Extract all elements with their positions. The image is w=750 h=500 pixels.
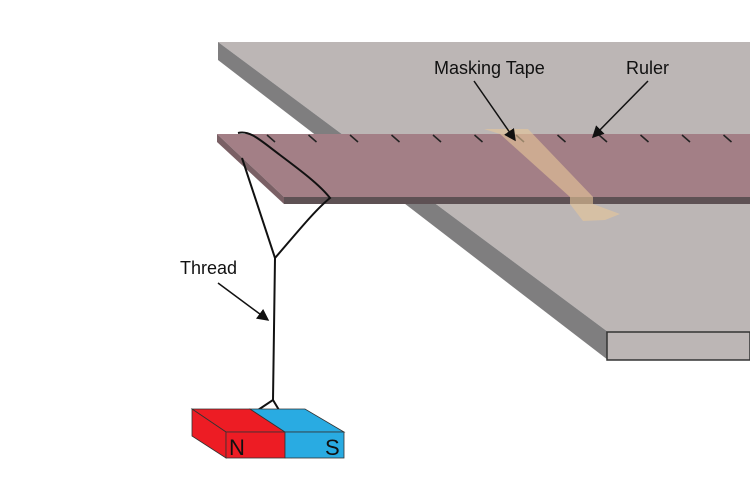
ruler-tick <box>557 134 566 143</box>
masking-tape <box>484 129 620 221</box>
ruler-tick <box>391 134 400 143</box>
ruler-tick <box>474 134 483 143</box>
magnet-south-front <box>284 431 345 459</box>
thread-label: Thread <box>180 258 237 278</box>
ruler-side <box>217 134 284 204</box>
masking-tape-label: Masking Tape <box>434 58 545 78</box>
ruler-arrow <box>591 80 649 139</box>
ruler-label: Ruler <box>626 58 669 78</box>
bar-magnet: N S <box>190 408 346 460</box>
masking-tape-arrow <box>473 80 516 142</box>
magnet-north-front <box>225 431 286 459</box>
ruler-tick <box>723 134 732 143</box>
ruler-top <box>217 134 750 197</box>
ruler-tick <box>432 134 442 143</box>
table-front-edge <box>606 331 750 361</box>
ruler-tick <box>266 134 276 143</box>
ruler-tick <box>640 134 649 143</box>
ruler-tick <box>349 134 359 143</box>
ruler-tick <box>308 134 317 143</box>
magnet-south-label: S <box>325 435 340 460</box>
thread-arrow <box>217 282 270 321</box>
ruler-tick <box>681 134 691 143</box>
magnet-north-label: N <box>229 435 245 460</box>
ruler-front-edge <box>284 197 750 204</box>
